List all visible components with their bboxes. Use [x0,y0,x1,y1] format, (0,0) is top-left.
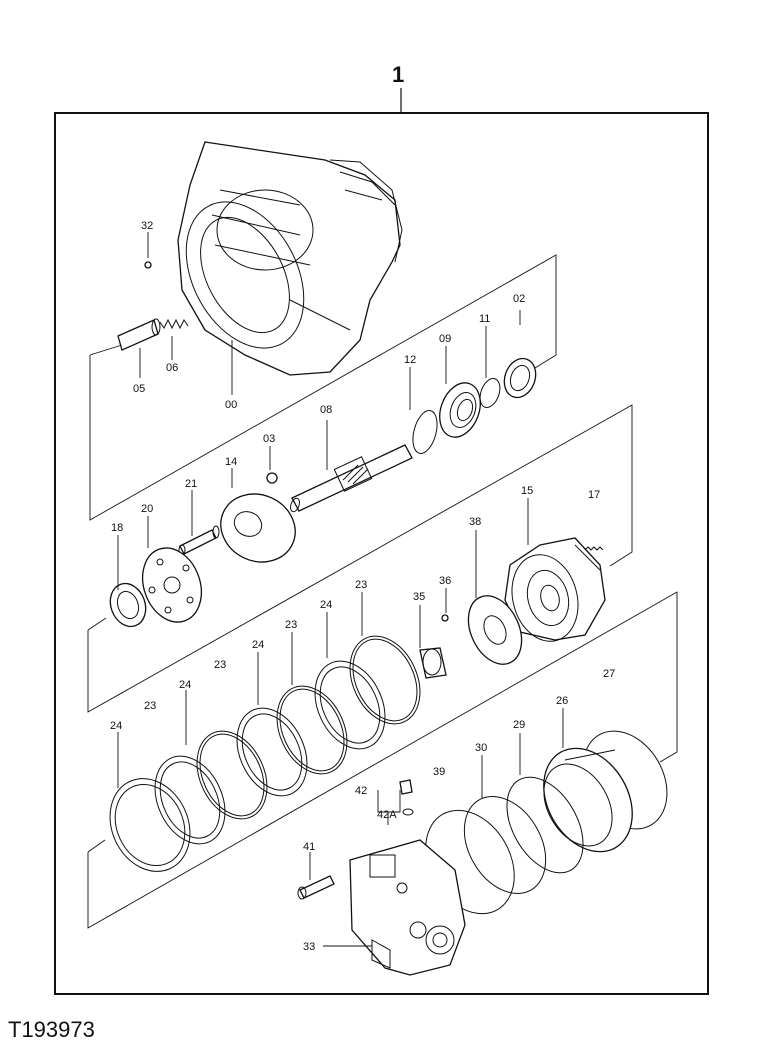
part-21-pin [178,525,220,556]
label-17: 17 [588,489,600,501]
assembly-frame [54,112,709,995]
label-24-b: 24 [252,639,264,651]
label-42A: 42A [377,809,397,821]
part-06-spring [159,318,189,330]
band-3-top [87,839,106,853]
label-18: 18 [111,522,123,534]
label-21: 21 [185,478,197,490]
part-11-snap-ring [479,378,501,408]
part-38-valve-plate [467,595,523,665]
part-35-bearing [419,647,447,679]
label-12: 12 [404,354,416,366]
part-03-ball [266,472,278,484]
part-30-o-ring [463,796,547,894]
label-38: 38 [469,516,481,528]
part-08-shaft [290,444,413,513]
part-29-o-ring [506,776,584,874]
label-23-b: 23 [285,619,297,631]
label-03: 03 [263,433,275,445]
assembly-number: 1 [392,62,404,87]
label-26: 26 [556,695,568,707]
label-09: 09 [439,333,451,345]
label-24-c: 24 [179,679,191,691]
label-24-a: 24 [320,599,332,611]
label-11: 11 [479,313,490,325]
part-20-retainer-plate [142,547,202,623]
label-14: 14 [225,456,237,468]
label-05: 05 [133,383,145,395]
figure-id: T193973 [8,1017,95,1042]
label-42: 42 [355,785,367,797]
label-39: 39 [433,766,445,778]
part-labels: 32 05 06 00 02 11 09 12 08 03 14 21 20 1… [110,220,615,953]
part-14-swash-plate [220,493,296,563]
band-2 [87,404,633,713]
label-41: 41 [303,841,315,853]
part-42A-o-ring [402,808,414,816]
part-32-pin [144,261,152,269]
band-3 [87,591,678,929]
label-24-d: 24 [110,720,122,732]
part-41-bolt [297,875,335,900]
label-33: 33 [303,941,315,953]
part-17-spring [584,546,604,551]
band-2-top [87,617,107,631]
part-12-snap-ring [412,410,438,454]
label-02: 02 [513,293,525,305]
label-35: 35 [413,591,425,603]
label-15: 15 [521,485,533,497]
label-36: 36 [439,575,451,587]
part-42-plug [399,779,413,795]
label-23-d: 23 [144,700,156,712]
part-05-piston [117,318,161,351]
part-36-pin [441,614,449,622]
band-1 [89,254,557,521]
housing-00 [177,141,403,376]
part-02-seal [503,357,537,399]
label-23-c: 23 [214,659,226,671]
part-26-brake-piston [543,747,633,853]
part-33-valve-cover [349,839,466,976]
label-06: 06 [166,362,178,374]
label-08: 08 [320,404,332,416]
label-30: 30 [475,742,487,754]
label-23-a: 23 [355,579,367,591]
label-29: 29 [513,719,525,731]
brake-plate-stack [109,635,421,872]
part-09-bearing [439,382,481,438]
label-27: 27 [603,668,615,680]
part-15-cylinder-block [504,537,606,642]
label-20: 20 [141,503,153,515]
label-32: 32 [141,220,153,232]
leader-lines [117,232,564,947]
band-1-top [89,344,123,356]
label-00: 00 [225,399,237,411]
part-18-ball-guide [109,582,147,628]
